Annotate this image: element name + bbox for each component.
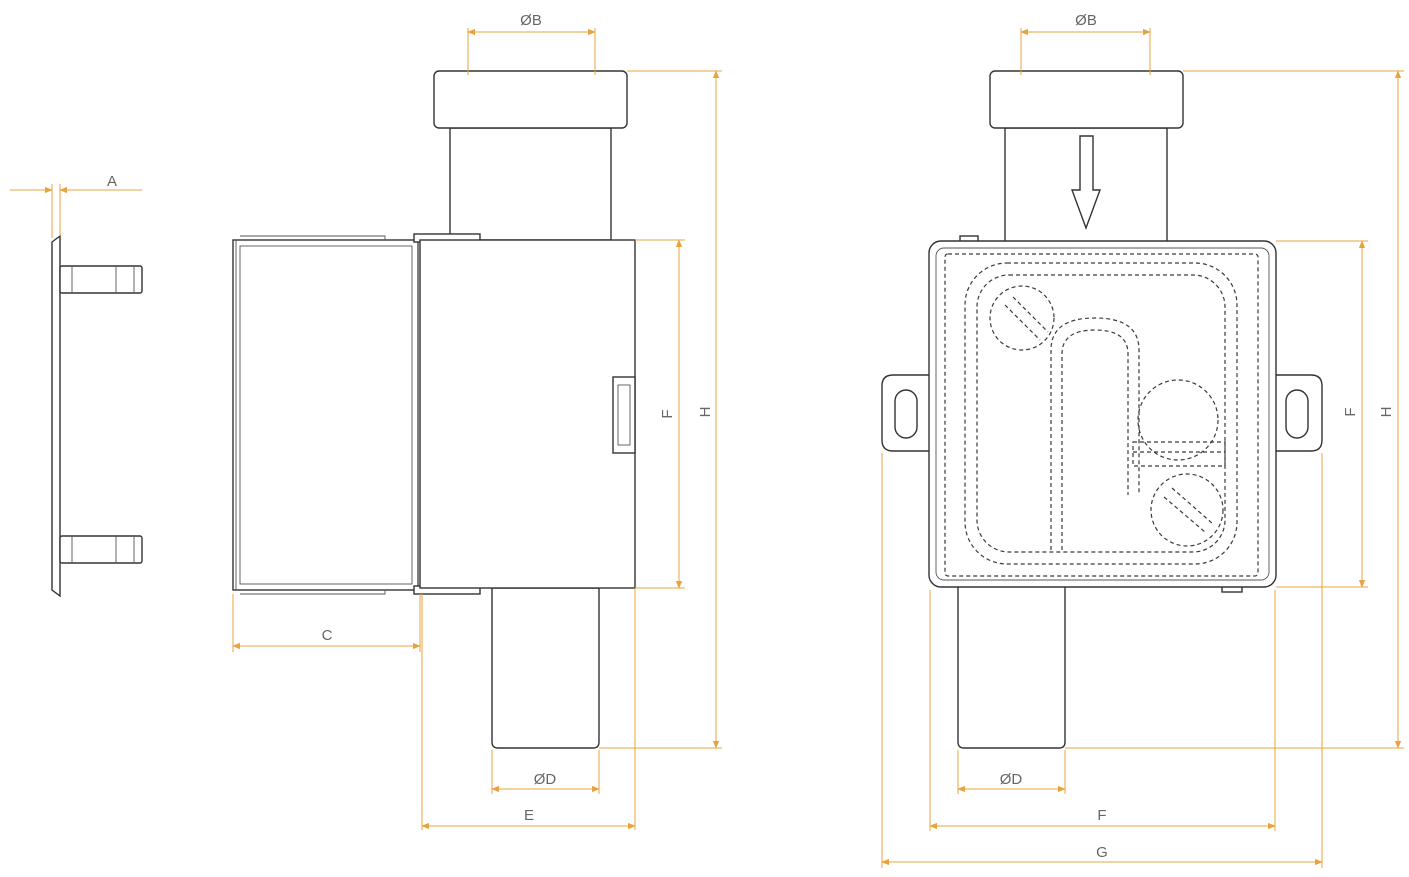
label-g: G (1096, 844, 1108, 861)
label-b-front: ØB (1075, 12, 1097, 29)
cover-side-view (51, 234, 143, 598)
label-h-front: H (1378, 407, 1395, 418)
label-b-side: ØB (520, 12, 542, 29)
label-f-front-vertical: F (1342, 407, 1359, 416)
mounting-pin-top (59, 265, 143, 294)
label-f-side: F (659, 409, 676, 418)
dimension-lines (10, 28, 1404, 868)
mounting-pin-bottom (59, 535, 143, 564)
label-f-front-horizontal: F (1097, 807, 1106, 824)
mounting-ear-left (881, 374, 933, 452)
hidden-internals (944, 253, 1259, 577)
down-arrow-icon (1070, 135, 1102, 231)
label-a: A (107, 173, 117, 190)
label-d-side: ØD (534, 771, 557, 788)
label-e: E (524, 807, 534, 824)
label-c: C (322, 627, 333, 644)
siphon-side-view (232, 70, 636, 749)
mounting-ear-right (1273, 374, 1323, 452)
label-d-front: ØD (1000, 771, 1023, 788)
siphon-front-view (881, 70, 1323, 749)
dimension-labels: A ØB ØB C ØD ØD E F G F H F H (107, 12, 1395, 861)
label-h-side: H (697, 407, 714, 418)
